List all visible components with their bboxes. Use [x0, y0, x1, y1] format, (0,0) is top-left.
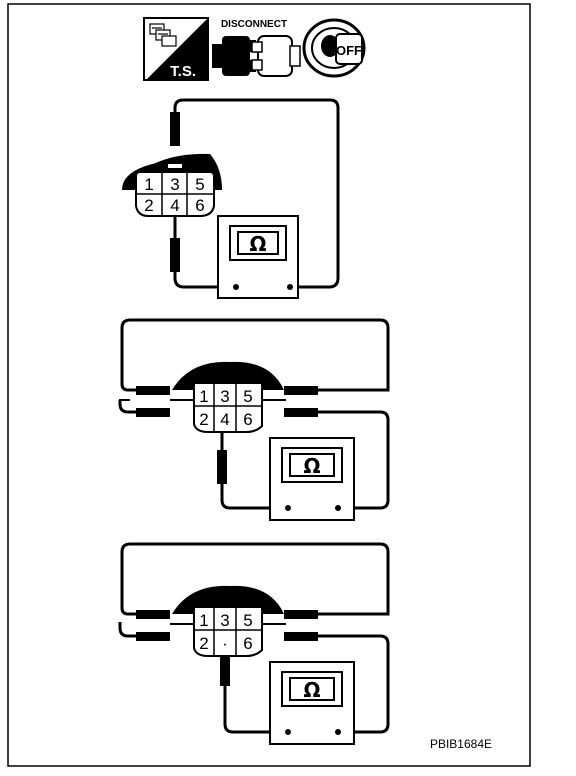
meter-terminal [335, 729, 341, 735]
ignition-key-off-icon: OFF [302, 18, 366, 78]
wire-pin4-to-meter-negative [173, 210, 236, 289]
probe-top [170, 112, 180, 146]
meter-terminal [285, 729, 291, 735]
meter-terminal [285, 505, 291, 511]
ohmmeter: Ω [269, 437, 355, 521]
wire-pin1-pin2-bridge [119, 399, 130, 404]
ohmmeter: Ω [269, 661, 355, 745]
wire-pin2-loop [118, 400, 136, 414]
pin-label: 3 [220, 387, 229, 406]
figure-code: PBIB1684E [430, 737, 492, 751]
pin-label: 5 [195, 175, 204, 194]
disconnect-connector-icon [212, 35, 301, 77]
harness-plug [284, 408, 318, 417]
connector-6pin: 1 3 5 2 · 6 [170, 585, 286, 657]
wire-pin6-to-meter [316, 634, 390, 734]
wire-pin4-to-meter [220, 428, 288, 510]
meter-terminal [287, 284, 293, 290]
harness-plug [284, 610, 318, 619]
ignition-off-label: OFF [336, 43, 362, 58]
wire-pin1-loop [120, 542, 390, 616]
pin-label: 6 [243, 410, 252, 429]
ts-icon: T.S. [143, 17, 209, 81]
pin-label: 2 [144, 196, 153, 215]
ohmmeter: Ω [217, 215, 299, 299]
connector-6pin: 1 3 5 2 4 6 [170, 361, 286, 433]
harness-plug [136, 632, 170, 641]
wire-pin1-loop [120, 318, 390, 392]
harness-plug [136, 408, 170, 417]
ohmmeter-icon: Ω [303, 454, 320, 478]
harness-plug [136, 386, 170, 395]
pin-label: 3 [220, 611, 229, 630]
panel-2: 1 3 5 2 4 6 Ω [118, 318, 390, 521]
pin-label: 5 [243, 387, 252, 406]
frame-border [7, 3, 531, 767]
pin-label: 5 [243, 611, 252, 630]
probe-bottom [170, 238, 180, 272]
pin-label: 1 [199, 387, 208, 406]
harness-plug [136, 610, 170, 619]
harness-plug [284, 632, 318, 641]
meter-terminal [335, 505, 341, 511]
wire-pin3-to-meter [223, 650, 288, 734]
pin-label: 4 [170, 196, 179, 215]
ohmmeter-icon: Ω [249, 232, 266, 256]
pin-label: · [222, 634, 228, 653]
ts-workbook-icon [149, 23, 177, 47]
pin-label: 1 [144, 175, 153, 194]
harness-plug [284, 386, 318, 395]
disconnect-icon: DISCONNECT [212, 19, 301, 77]
pin-label: 2 [199, 634, 208, 653]
pin-label: 2 [199, 410, 208, 429]
ohmmeter-icon: Ω [303, 678, 320, 702]
connector-6pin: 1 3 5 2 4 6 [122, 153, 222, 217]
disconnect-label: DISCONNECT [221, 19, 287, 30]
panel-3: 1 3 5 2 · 6 Ω [118, 542, 390, 745]
pin-label: 1 [199, 611, 208, 630]
probe [217, 450, 227, 484]
ts-label: T.S. [170, 63, 196, 80]
probe [220, 650, 230, 686]
wire-pin2-loop [118, 622, 136, 638]
pin-label: 3 [170, 175, 179, 194]
meter-terminal [233, 284, 239, 290]
wire-pin6-to-meter [316, 410, 390, 510]
wire-pin3-to-meter-positive [173, 98, 340, 289]
panel-1: 1 3 5 2 4 6 Ω [122, 98, 340, 299]
pin-label: 4 [220, 410, 229, 429]
pin-label: 6 [195, 196, 204, 215]
pin-label: 6 [243, 634, 252, 653]
